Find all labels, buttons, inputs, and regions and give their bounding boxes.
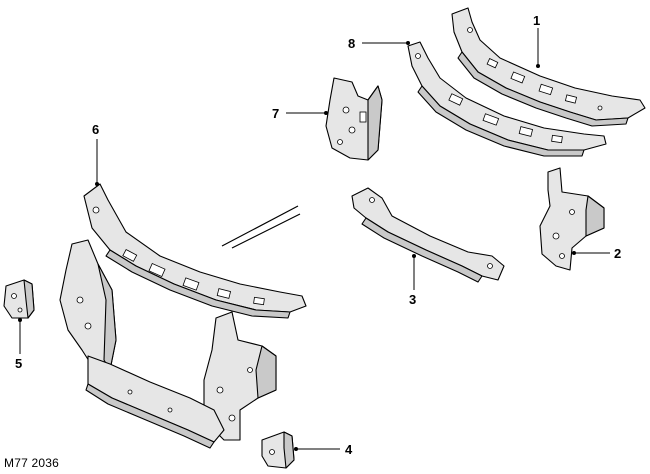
direction-arrow-icon [221,205,301,249]
part-8-upper-cross-member-front [407,41,607,157]
part-4-lower-bracket [261,431,295,469]
callout-4: 4 [345,442,353,457]
callout-5: 5 [15,356,22,371]
part-5-small-bracket [3,279,35,319]
part-6-front-panel [59,183,307,449]
part-2-side-bracket [539,167,605,271]
callout-3: 3 [409,292,416,307]
callout-7: 7 [272,106,279,121]
callout-1: 1 [533,13,540,28]
leader-lines [18,28,610,451]
part-7-bracket [325,77,383,161]
part-1-upper-cross-member [451,7,646,127]
diagram-code: M77 2036 [4,456,59,470]
callout-6: 6 [92,122,99,137]
callout-2: 2 [614,246,621,261]
callout-8: 8 [348,36,355,51]
part-3-lower-cross-member [351,187,505,283]
